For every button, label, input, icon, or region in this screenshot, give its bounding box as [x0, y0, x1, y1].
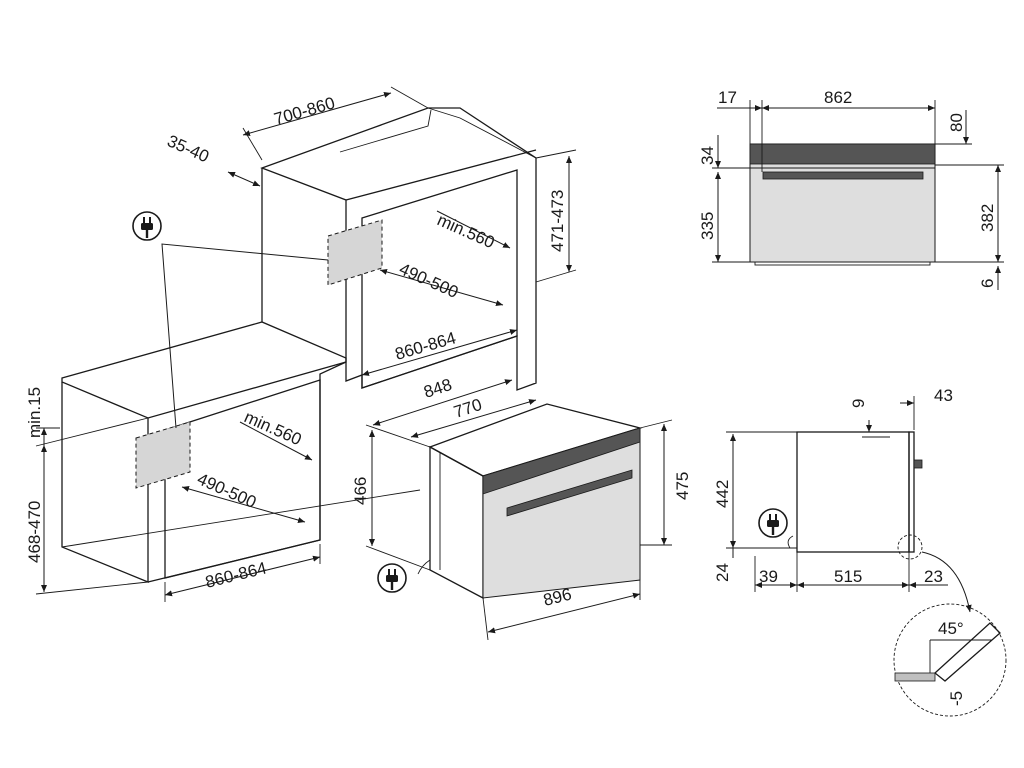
- oven-top-band: [482, 427, 641, 495]
- side-view: [787, 431, 972, 613]
- plug-icon: [758, 508, 788, 538]
- dim-front-left-offset: 17: [718, 88, 737, 107]
- dim-front-right-height: 382: [978, 204, 997, 232]
- dim-front-body-height: 335: [698, 212, 717, 240]
- dim-side-depth: 515: [834, 567, 862, 586]
- dim-side-height: 442: [713, 480, 732, 508]
- dim-front-top-right: 80: [947, 113, 966, 132]
- dim-under-width: 860-864: [203, 558, 268, 592]
- dim-oven-depth-inner: 770: [451, 395, 484, 422]
- plug-icon: [377, 563, 407, 593]
- dim-tall-depth: 700-860: [272, 93, 337, 128]
- dim-front-bottom-right: 6: [978, 279, 997, 288]
- front-view: [749, 143, 936, 266]
- plug-leaders: [161, 243, 329, 429]
- dim-under-cavity-depth: 490-500: [194, 469, 259, 512]
- dim-tall-height: 471-473: [548, 190, 567, 252]
- dim-detail-offset: -5: [947, 691, 966, 706]
- dim-tall-min-depth: min.560: [434, 210, 497, 252]
- dim-oven-height-front: 475: [673, 472, 692, 500]
- dim-side-top-gap: 9: [849, 399, 868, 408]
- dim-under-min-gap: min.15: [25, 387, 44, 438]
- dim-front-top-band: 34: [698, 146, 717, 165]
- plug-icon: [132, 211, 162, 241]
- dim-detail-angle: 45°: [938, 619, 964, 638]
- oven-handle: [506, 469, 633, 517]
- oven-isometric: [417, 403, 643, 600]
- dim-side-left: 39: [759, 567, 778, 586]
- tall-socket-zone: [327, 219, 383, 286]
- under-counter-cabinet: [61, 321, 347, 583]
- dim-tall-gap: 35-40: [164, 131, 211, 166]
- dim-side-bottom: 24: [713, 563, 732, 582]
- dim-tall-cavity-depth: 490-500: [396, 259, 461, 302]
- dim-under-height: 468-470: [25, 501, 44, 563]
- dim-front-width: 862: [824, 88, 852, 107]
- dim-oven-depth-outer: 848: [421, 375, 454, 402]
- tall-cabinet: [260, 107, 537, 391]
- dimension-lines: [35, 86, 1004, 641]
- dim-oven-height-side: 466: [351, 477, 370, 505]
- dim-side-top-right: 43: [934, 386, 953, 405]
- detail-view: [893, 603, 1007, 717]
- dim-side-right: 23: [924, 567, 943, 586]
- dim-under-min-depth: min.560: [241, 407, 304, 449]
- under-socket-zone: [135, 421, 191, 489]
